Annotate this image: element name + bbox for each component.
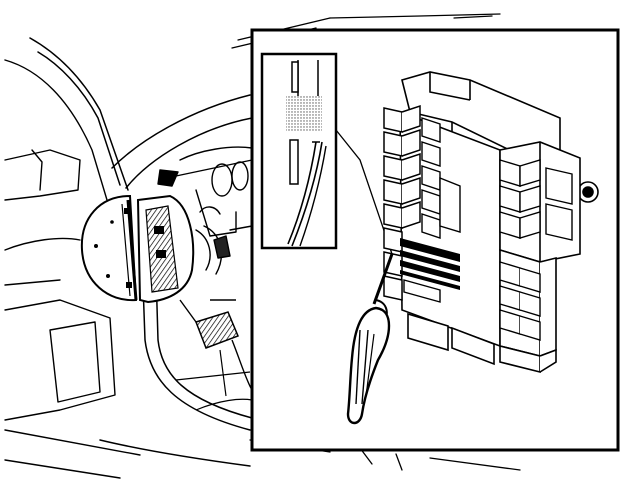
highlighted-fuse-rows bbox=[400, 238, 460, 303]
side-cover-panel bbox=[80, 194, 138, 302]
fuse-rows-center bbox=[421, 117, 461, 239]
open-door-panel bbox=[4, 59, 141, 479]
screwdriver bbox=[346, 253, 394, 425]
dashboard bbox=[157, 146, 253, 237]
pedals bbox=[175, 299, 253, 411]
inset-leader-line bbox=[335, 129, 393, 255]
steering-column bbox=[195, 225, 231, 275]
dashboard-side-opening bbox=[136, 194, 195, 304]
fuse-column-right bbox=[499, 159, 573, 341]
door-frame bbox=[29, 37, 253, 467]
tweezer-inset bbox=[260, 52, 338, 250]
fuse-column-left bbox=[383, 104, 421, 301]
detail-callout bbox=[250, 28, 620, 452]
